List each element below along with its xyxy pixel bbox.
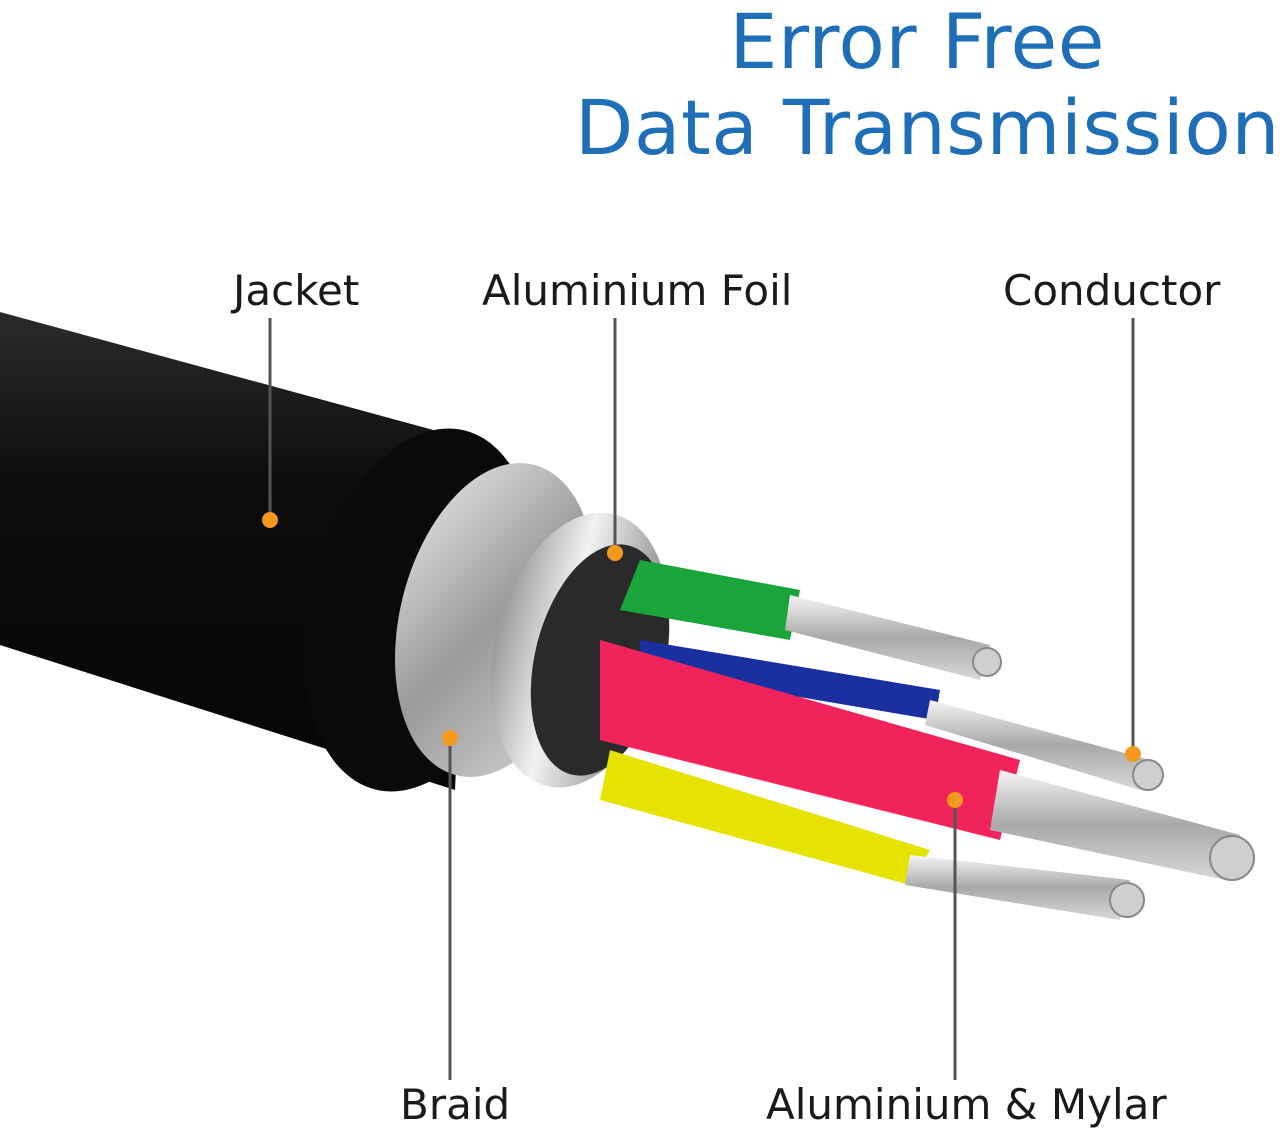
conductor-1 <box>785 595 990 680</box>
wire-yellow <box>600 750 930 885</box>
wire-red <box>600 640 1020 840</box>
title-line-2: Data Transmission <box>574 83 1280 172</box>
label-jacket: Jacket <box>233 266 360 315</box>
marker-aluminium-mylar <box>947 792 963 808</box>
label-conductor: Conductor <box>1003 266 1221 315</box>
wire-blue <box>640 640 940 720</box>
marker-conductor <box>1125 746 1141 762</box>
title-line-1: Error Free <box>729 0 1105 86</box>
label-aluminium-mylar: Aluminium & Mylar <box>766 1080 1167 1129</box>
marker-braid <box>442 730 458 746</box>
label-braid: Braid <box>400 1080 511 1129</box>
conductor-4 <box>905 855 1130 920</box>
wire-green <box>620 560 800 640</box>
marker-jacket <box>262 512 278 528</box>
conductor-2 <box>925 700 1150 790</box>
label-aluminium-foil: Aluminium Foil <box>482 266 793 315</box>
marker-aluminium-foil <box>607 545 623 561</box>
conductor-3 <box>990 770 1240 880</box>
